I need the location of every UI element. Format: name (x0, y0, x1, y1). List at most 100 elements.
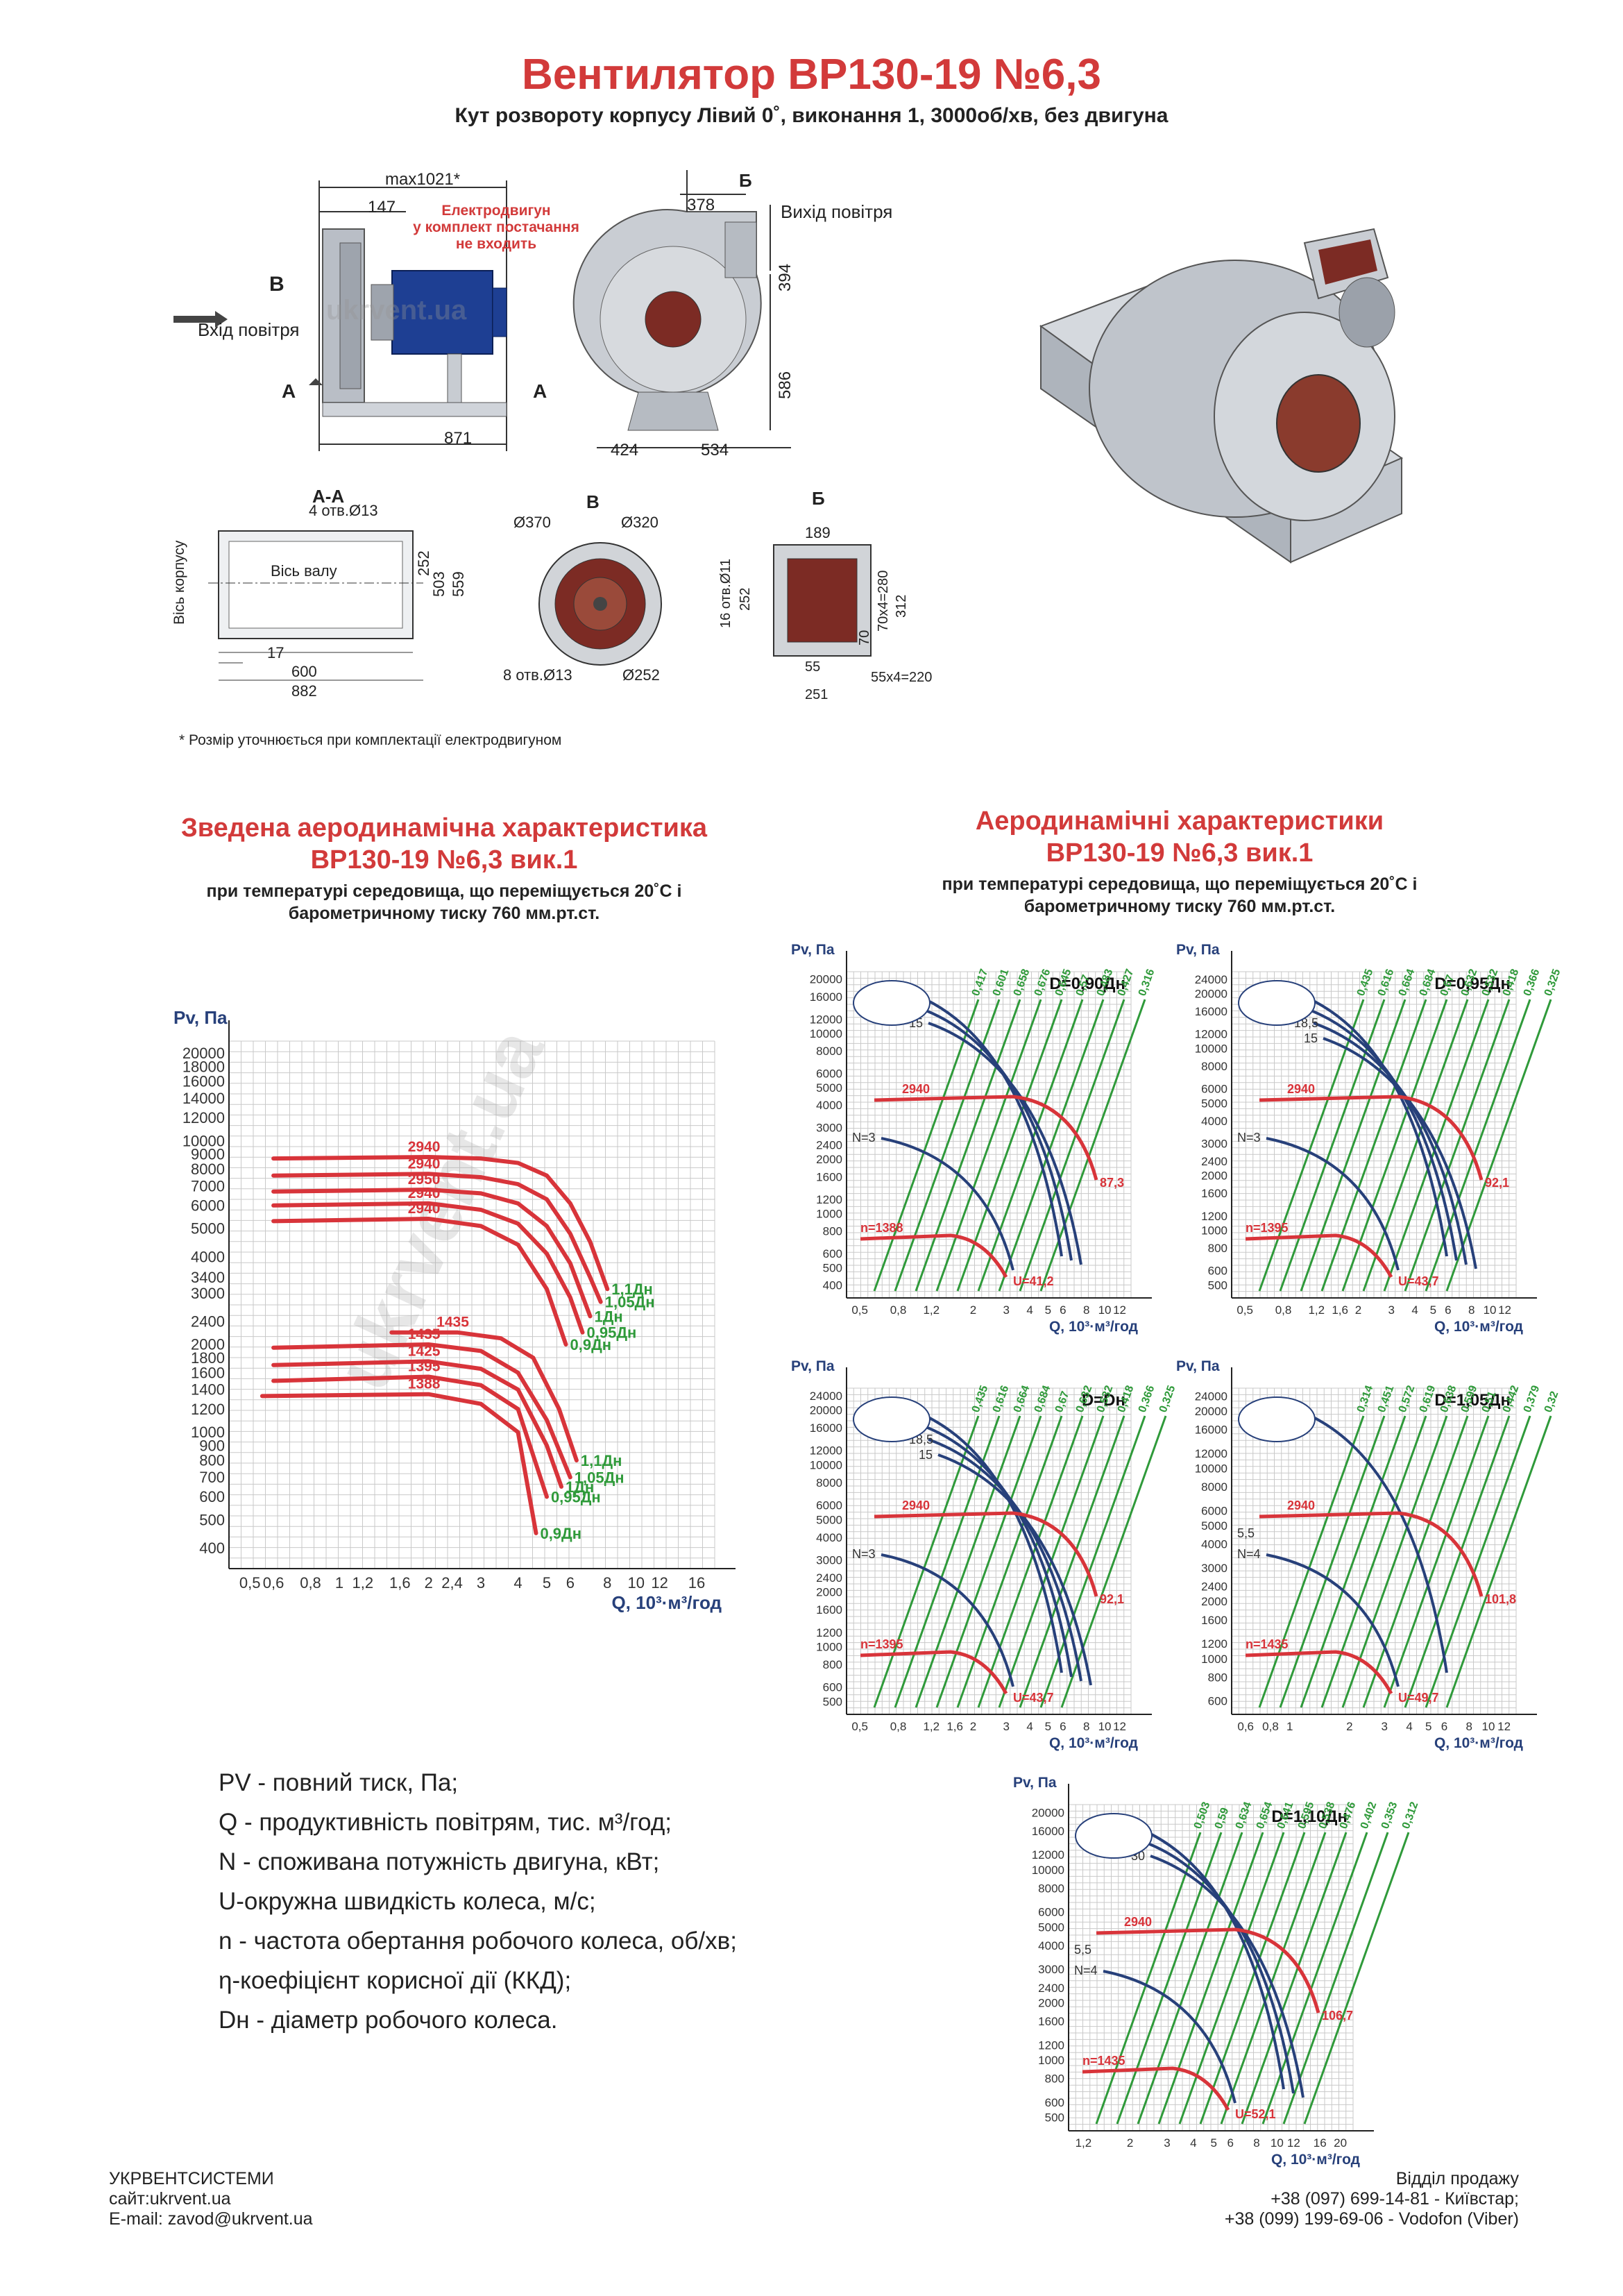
view-b-dim-312: 312 (894, 594, 909, 618)
y-tick-label: 10000 (1195, 1462, 1227, 1476)
pressure-curve-high (1259, 1511, 1484, 1597)
u-low-label: U=41,2 (1013, 1274, 1054, 1288)
legend-key-q: Q (219, 1809, 238, 1836)
motor-note-line2: у комплект постачання (413, 219, 579, 235)
y-tick-label: 9000 (191, 1146, 225, 1163)
y-tick-label: 600 (823, 1247, 842, 1260)
view-b-holes: 16 отв.Ø11 (718, 558, 733, 628)
efficiency-line (998, 999, 1105, 1292)
y-tick-label: 2400 (816, 1139, 842, 1152)
y-tick-label: 2000 (1038, 1997, 1064, 2010)
y-axis-title: Pv, Па (1013, 1775, 1057, 1791)
x-tick-label: 1,2 (352, 1574, 374, 1592)
y-tick-label: 600 (1208, 1265, 1227, 1278)
x-tick-label: 12 (1113, 1303, 1126, 1317)
x-tick-label: 12 (1498, 1303, 1511, 1317)
x-tick-label: 1,2 (1076, 2136, 1092, 2150)
power-n-label: N=3 (852, 1547, 876, 1561)
x-axis-title: Q, 10³·м³/год (1434, 1319, 1523, 1335)
view-b-dim-70x4: 70х4=280 (876, 570, 891, 632)
pressure-curve-high (1259, 1095, 1484, 1181)
footer-site[interactable]: сайт:ukrvent.ua (109, 2189, 231, 2209)
power-curve-n (1103, 1970, 1237, 2104)
y-tick-label: 1000 (816, 1641, 842, 1654)
x-tick-label: 3 (1388, 1303, 1394, 1317)
y-tick-label: 10000 (810, 1027, 842, 1040)
x-axis-title: Q, 10³·м³/год (611, 1592, 722, 1613)
y-tick-label: 16000 (810, 990, 842, 1004)
series-line (271, 1216, 568, 1347)
efficiency-line (1300, 1415, 1407, 1708)
label-outlet: Вихід повітря (781, 201, 893, 222)
footer-email[interactable]: E-mail: zavod@ukrvent.ua (109, 2209, 313, 2229)
legend-key-eta: η (219, 1967, 232, 1994)
view-b-dim-55x4: 55х4=220 (871, 670, 933, 685)
efficiency-line (1362, 1415, 1469, 1708)
y-tick-label: 20000 (182, 1045, 225, 1062)
label-view-b: Б (739, 170, 752, 191)
series-line (271, 1359, 563, 1489)
power-curve (928, 1022, 1082, 1265)
u-low-label: U=43,7 (1013, 1691, 1054, 1705)
y-tick-label: 24000 (1195, 1390, 1227, 1403)
motor-note: Електродвигун у комплект постачання не в… (409, 203, 583, 253)
x-tick-label: 4 (1406, 1720, 1412, 1733)
y-tick-label: 6000 (816, 1499, 842, 1512)
y-tick-label: 1200 (1201, 1210, 1227, 1223)
y-tick-label: 400 (199, 1539, 225, 1557)
legend-item-eta: η-коефіцієнт корисної дії (ККД); (219, 1961, 737, 2000)
chart-title: D=Dн (1082, 1391, 1125, 1410)
speed-high-label: 2940 (902, 1082, 930, 1096)
view-b-dim-251: 251 (805, 687, 829, 702)
x-axis-title: Q, 10³·м³/год (1434, 1735, 1523, 1751)
y-axis-title: Pv, Па (791, 1358, 835, 1374)
footer-phone-2[interactable]: +38 (099) 199-69-06 - Vodofon (Viber) (1224, 2209, 1519, 2229)
dim-17: 17 (267, 644, 284, 661)
y-tick-label: 700 (199, 1469, 225, 1486)
dim-559: 559 (450, 571, 467, 597)
y-tick-label: 12000 (1195, 1447, 1227, 1460)
y-tick-label: 20000 (1195, 988, 1227, 1001)
pressure-curve-high (874, 1511, 1098, 1597)
efficiency-line (1404, 1415, 1511, 1708)
efficiency-line (915, 1415, 1021, 1708)
motor-note-line1: Електродвигун (441, 203, 551, 219)
x-tick-label: 8 (1083, 1303, 1089, 1317)
u-high-label: 106,7 (1322, 2009, 1353, 2023)
power-curve (1323, 1037, 1477, 1269)
footer-phone-1[interactable]: +38 (097) 699-14-81 - Київстар; (1271, 2189, 1519, 2209)
legend-key-n: N (219, 1848, 237, 1875)
y-tick-label: 2400 (1201, 1155, 1227, 1168)
y-tick-label: 12000 (810, 1444, 842, 1458)
dim-586: 586 (776, 371, 794, 399)
logo-icon (1238, 1396, 1316, 1442)
x-axis-title: Q, 10³·м³/год (1271, 2152, 1360, 2168)
x-tick-label: 0,5 (851, 1303, 868, 1317)
legend: PV - повний тиск, Па; Q - продуктивність… (219, 1763, 737, 2040)
y-tick-label: 20000 (810, 973, 842, 986)
speed-label: 2940 (408, 1185, 441, 1201)
pressure-curve-low (860, 1233, 1008, 1278)
y-tick-label: 5000 (816, 1081, 842, 1095)
speed-label: 1435 (436, 1315, 469, 1331)
legend-key-pv: PV (219, 1769, 251, 1796)
y-tick-label: 16000 (1195, 1424, 1227, 1437)
efficiency-line (977, 1415, 1084, 1708)
y-tick-label: 5000 (191, 1220, 225, 1238)
y-tick-label: 1200 (1201, 1637, 1227, 1651)
series-label: 1,1Дн (611, 1281, 653, 1298)
x-tick-label: 8 (1468, 1303, 1475, 1317)
x-tick-label: 1,6 (946, 1720, 963, 1733)
x-tick-label: 1,2 (923, 1720, 940, 1733)
speed-label: 1435 (408, 1326, 441, 1342)
x-tick-label: 5 (1425, 1720, 1431, 1733)
legend-text-q: - продуктивність повітрям, тис. м³/год; (237, 1809, 672, 1836)
speed-high-label: 2940 (1287, 1082, 1315, 1096)
x-tick-label: 0,8 (1275, 1303, 1292, 1317)
x-tick-label: 8 (1465, 1720, 1472, 1733)
y-tick-label: 6000 (1201, 1504, 1227, 1517)
x-tick-label: 6 (1445, 1303, 1451, 1317)
y-axis-title: Pv, Па (1176, 1358, 1220, 1374)
u-low-label: U=43,7 (1398, 1274, 1439, 1288)
x-tick-label: 5 (1210, 2136, 1216, 2150)
